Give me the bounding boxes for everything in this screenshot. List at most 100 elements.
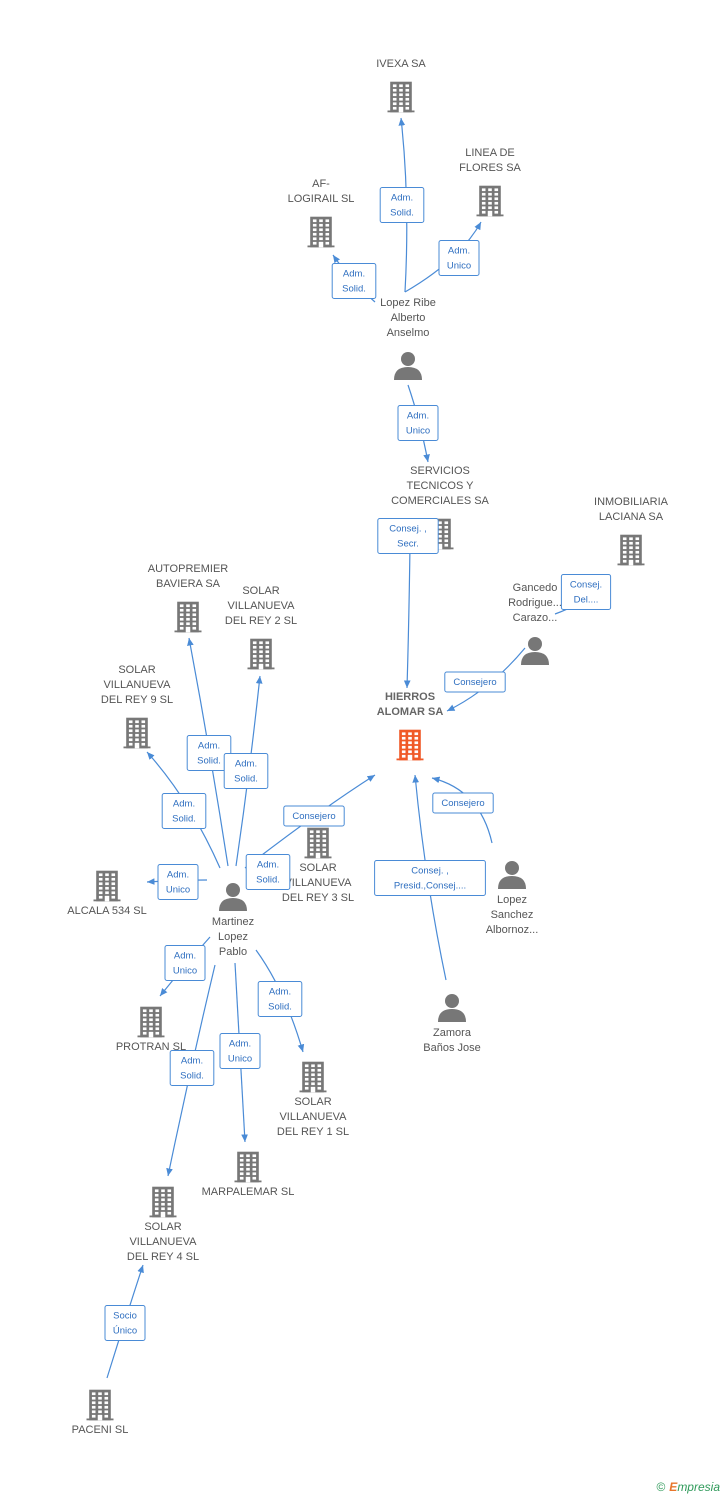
- copyright-footer[interactable]: ©Empresia: [656, 1480, 720, 1494]
- edge-label-text: Único: [113, 1326, 137, 1337]
- edge-label-text: Solid.: [172, 814, 196, 825]
- person-node[interactable]: LopezSanchezAlbornoz...: [486, 861, 539, 936]
- edge-label-box: [104, 1305, 146, 1341]
- building-icon: [617, 534, 645, 566]
- node-label: Lopez: [218, 931, 248, 943]
- edge-label[interactable]: Consej.Del....: [560, 574, 612, 610]
- edge-label-text: Adm.: [269, 987, 291, 998]
- edge-label-text: Socio: [113, 1311, 137, 1322]
- building-icon: [387, 81, 415, 113]
- node-label: Baños Jose: [423, 1042, 480, 1054]
- company-node[interactable]: AF-LOGIRAIL SL: [288, 178, 355, 248]
- node-label: Martinez: [212, 916, 254, 928]
- building-icon: [247, 638, 275, 670]
- edge-label-text: Presid.,Consej....: [394, 881, 466, 892]
- edge-label[interactable]: Adm.Solid.: [257, 981, 303, 1017]
- brand-initial: E: [669, 1480, 678, 1494]
- node-label: Lopez: [497, 894, 527, 906]
- edge-label[interactable]: Adm. Unico: [164, 945, 206, 981]
- node-label: Lopez Ribe: [380, 297, 436, 309]
- edge-label-box: [432, 792, 494, 814]
- edge-label-text: Solid.: [390, 208, 414, 219]
- company-node[interactable]: PACENI SL: [72, 1389, 129, 1436]
- node-label: Anselmo: [387, 327, 430, 339]
- edge-label-text: Adm.: [343, 269, 365, 280]
- person-icon: [521, 637, 549, 665]
- edge-label-box: [331, 263, 377, 299]
- edge-label[interactable]: Consejero: [444, 671, 506, 693]
- edge-label[interactable]: Adm.Unico: [219, 1033, 261, 1069]
- node-label: AF-: [312, 178, 330, 190]
- node-label: PROTRAN SL: [116, 1041, 186, 1053]
- edge-label[interactable]: Adm.Solid.: [186, 735, 232, 771]
- edge-label-box: [397, 405, 439, 441]
- edge-label-text: Unico: [173, 966, 197, 977]
- edge-label[interactable]: Adm.Solid.: [161, 793, 207, 829]
- edge-labels-layer: Adm.Solid.Adm.UnicoAdm.Solid.Adm.UnicoCo…: [104, 187, 612, 1341]
- edge-label-text: Unico: [228, 1054, 252, 1065]
- edge-label-text: Adm.: [448, 246, 470, 257]
- edge-label-text: Adm.: [391, 193, 413, 204]
- node-label: SOLAR: [299, 862, 336, 874]
- edge-label[interactable]: Consejero: [283, 805, 345, 827]
- node-label: MARPALEMAR SL: [202, 1186, 295, 1198]
- company-node[interactable]: IVEXA SA: [376, 58, 426, 113]
- edge-label-box: [223, 753, 269, 789]
- edge-label[interactable]: Adm. Solid.: [379, 187, 425, 223]
- node-label: ALOMAR SA: [377, 706, 444, 718]
- node-label: SERVICIOS: [410, 465, 470, 477]
- brand-name: mpresia: [677, 1480, 720, 1494]
- node-label: ALCALA 534 SL: [67, 905, 147, 917]
- building-icon: [86, 1389, 114, 1421]
- edge-label-text: Consej. ,: [411, 866, 449, 877]
- edge-label[interactable]: Consejero: [432, 792, 494, 814]
- building-icon: [476, 185, 504, 217]
- company-node[interactable]: PROTRAN SL: [116, 1006, 186, 1053]
- node-label: INMOBILIARIA: [594, 496, 669, 508]
- person-node[interactable]: GancedoRodrigue...Carazo...: [508, 582, 562, 665]
- edge-label-text: Adm.: [181, 1056, 203, 1067]
- company-node[interactable]: ALCALA 534 SL: [67, 870, 147, 917]
- edge-label-box: [161, 793, 207, 829]
- node-label: VILLANUEVA: [284, 877, 352, 889]
- edge-label[interactable]: Adm.Unico: [157, 864, 199, 900]
- building-icon: [396, 729, 424, 761]
- edge-label-text: Consejero: [453, 677, 496, 688]
- edge-label[interactable]: Adm.Solid.: [223, 753, 269, 789]
- node-label: Carazo...: [513, 612, 558, 624]
- node-label: VILLANUEVA: [129, 1236, 197, 1248]
- edge-label[interactable]: Adm.Unico: [438, 240, 480, 276]
- edge-label[interactable]: Adm.Solid.: [331, 263, 377, 299]
- edge-label-box: [169, 1050, 215, 1086]
- building-icon: [299, 1061, 327, 1093]
- building-icon: [234, 1151, 262, 1183]
- edge-label-box: [164, 945, 206, 981]
- edge-label-text: Solid.: [234, 774, 258, 785]
- edge-label-box: [377, 518, 439, 554]
- edge-label-text: Adm.: [174, 951, 196, 962]
- edge-label-text: Unico: [166, 885, 190, 896]
- edge-label[interactable]: Consej. , Presid.,Consej....: [374, 860, 486, 896]
- edge-label[interactable]: Adm.Solid.: [245, 854, 291, 890]
- edge-label-text: Secr.: [397, 539, 419, 550]
- edge-label[interactable]: Consej. , Secr.: [377, 518, 439, 554]
- edge-label-text: Consej. ,: [389, 524, 427, 535]
- edge-label-box: [283, 805, 345, 827]
- edge-label[interactable]: Adm.Unico: [397, 405, 439, 441]
- company-node[interactable]: MARPALEMAR SL: [202, 1151, 295, 1198]
- edge-label[interactable]: Adm.Solid.: [169, 1050, 215, 1086]
